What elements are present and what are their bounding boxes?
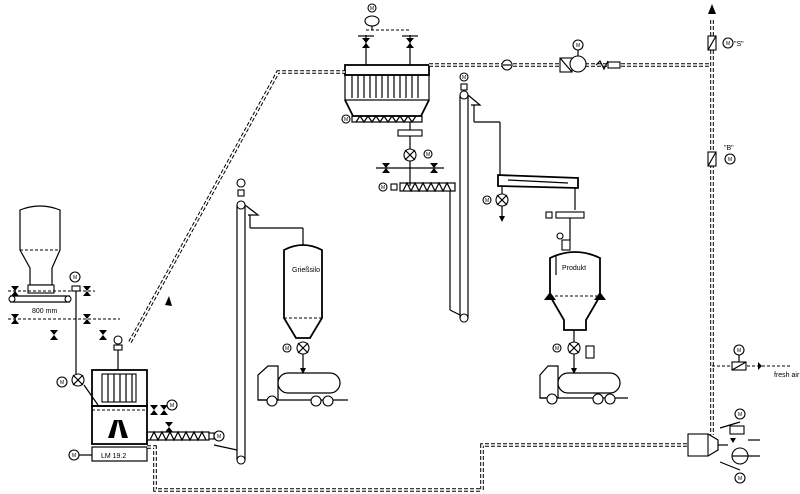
hot-gas-generator: M M	[687, 408, 760, 484]
truck-1	[257, 365, 348, 407]
mill-lm-19-2: LM 19.2 M	[68, 335, 148, 462]
svg-text:M: M	[73, 275, 77, 281]
svg-text:M: M	[370, 6, 374, 12]
damper-b-label: "B"	[724, 145, 734, 152]
svg-text:M: M	[738, 476, 742, 482]
mid-screw-conveyor: M	[376, 163, 456, 310]
produkt-label: Produkt	[562, 265, 586, 272]
top-duct-components: M	[501, 39, 621, 73]
svg-text:M: M	[217, 434, 221, 440]
width-800-label: 800 mm	[32, 308, 57, 315]
griessilo-label: Grießsilo	[292, 267, 320, 274]
svg-text:M: M	[426, 152, 430, 158]
mill-label: LM 19.2	[101, 453, 126, 460]
raw-material-silo	[19, 205, 61, 294]
separator: M	[482, 174, 585, 240]
svg-text:M: M	[381, 185, 385, 191]
svg-text:M: M	[737, 348, 741, 354]
griessilo: Grießsilo M	[282, 244, 323, 374]
svg-text:M: M	[555, 346, 559, 352]
fresh-air-inlet: M fresh air	[712, 344, 800, 379]
svg-text:M: M	[60, 380, 64, 386]
belt-conveyor: 800 mm	[8, 295, 72, 315]
valve-group-left	[8, 286, 120, 340]
bucket-elevator-2: M	[449, 72, 501, 323]
damper-s: M "S"	[707, 35, 744, 51]
fresh-air-label: fresh air	[774, 372, 800, 379]
dust-filter: M M	[341, 64, 433, 186]
air-ducts	[128, 4, 716, 492]
svg-text:M: M	[728, 157, 732, 163]
svg-text:M: M	[726, 41, 730, 47]
truck-2	[539, 365, 628, 405]
bucket-elevator-1	[213, 178, 304, 465]
svg-text:M: M	[738, 412, 742, 418]
svg-text:M: M	[344, 117, 348, 123]
filter-top-valves: M	[358, 3, 418, 65]
damper-s-label: "S"	[734, 41, 744, 48]
produkt-silo: Produkt M	[544, 232, 606, 374]
svg-text:M: M	[170, 403, 174, 409]
svg-text:M: M	[462, 75, 466, 81]
mill-side-valves: M	[150, 399, 178, 432]
damper-b: M "B"	[707, 145, 736, 167]
svg-text:M: M	[72, 453, 76, 459]
svg-text:M: M	[485, 198, 489, 204]
feed-line: M M	[56, 271, 99, 406]
svg-text:M: M	[285, 346, 289, 352]
svg-text:M: M	[576, 43, 580, 49]
motor-icon	[69, 271, 81, 283]
screw-conveyor-mill: M	[146, 430, 225, 442]
